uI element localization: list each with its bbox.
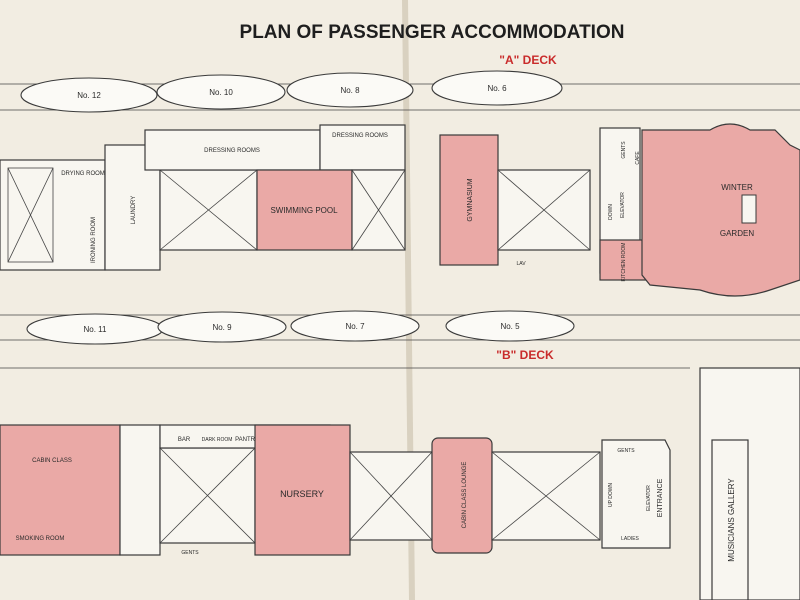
- cross-line: [159, 447, 256, 544]
- drying-room-label: DRYING ROOM: [61, 171, 105, 177]
- lifeboat-9-label: No. 9: [212, 323, 232, 332]
- laundry-label: LAUNDRY: [131, 196, 137, 225]
- kitchen-room-label: KITCHEN ROOM: [621, 243, 627, 282]
- cabin-class-smoking-room: [0, 424, 121, 556]
- ladies-label: LADIES: [621, 536, 639, 542]
- cabin-class-label: CABIN CLASS: [32, 458, 72, 464]
- page-title: PLAN OF PASSENGER ACCOMMODATION: [240, 22, 625, 43]
- swimming-pool-label: SWIMMING POOL: [270, 206, 338, 215]
- musicians-gallery: [711, 439, 749, 600]
- down-a-label: DOWN: [608, 204, 614, 220]
- cross-line: [349, 451, 433, 541]
- ironing-room-label: IRONING ROOM: [91, 217, 97, 263]
- lifeboat-5-label: No. 5: [500, 322, 520, 331]
- b-entrance-block: [601, 439, 671, 549]
- lifeboat-12-label: No. 12: [77, 91, 101, 100]
- smoking-room-label: SMOKING ROOM: [16, 536, 65, 542]
- winter-garden: [641, 123, 800, 297]
- nursery: [254, 424, 351, 556]
- deck-b-label: "B" DECK: [496, 348, 554, 362]
- lifeboat-10-label: No. 10: [209, 88, 233, 97]
- dressing-rooms-label-1: DRESSING ROOMS: [204, 148, 260, 154]
- lifeboat-8: [286, 72, 414, 108]
- gymnasium-label: GYMNASIUM: [467, 178, 474, 221]
- gents-a-label: GENTS: [621, 141, 627, 159]
- elevator-b-label: ELEVATOR: [646, 485, 652, 511]
- lifeboat-11-label: No. 11: [84, 325, 108, 334]
- pantry-label: PANTRY: [235, 437, 259, 443]
- up-down-label: UP DOWN: [608, 483, 614, 507]
- bar-label: BAR: [178, 437, 191, 443]
- lifeboat-7-label: No. 7: [345, 322, 365, 331]
- lifeboat-5: [445, 310, 575, 342]
- gents-b-label: GENTS: [181, 550, 199, 556]
- lifeboat-10: [156, 74, 286, 110]
- lifeboat-9: [157, 311, 287, 343]
- lifeboat-6: [431, 70, 563, 106]
- nursery-label: NURSERY: [280, 489, 324, 499]
- lifeboat-8-label: No. 8: [340, 86, 360, 95]
- cross-line: [491, 451, 601, 541]
- cross-line: [351, 169, 406, 251]
- b-stair-block: [119, 424, 161, 556]
- winter-garden-centre: [741, 194, 757, 224]
- deck-a-label: "A" DECK: [499, 53, 557, 67]
- cross-line: [159, 169, 258, 251]
- cross-line: [7, 167, 54, 263]
- winter-label: WINTER: [721, 183, 753, 192]
- lifeboat-7: [290, 310, 420, 342]
- dressing-rooms-label-2: DRESSING ROOMS: [332, 133, 388, 139]
- entrance-label: ENTRANCE: [657, 478, 664, 517]
- garden-label: GARDEN: [720, 229, 754, 238]
- gents-b2-label: GENTS: [617, 448, 635, 454]
- cabin-class-lounge-label: CABIN CLASS LOUNGE: [462, 462, 468, 529]
- cafe-label: CAFE: [635, 151, 641, 165]
- dark-room-label: DARK ROOM: [202, 437, 233, 443]
- dressing-block-2: [319, 124, 406, 171]
- cross-line: [497, 169, 591, 251]
- lav-label: LAV: [516, 261, 526, 267]
- lifeboat-6-label: No. 6: [487, 84, 507, 93]
- lifeboat-12: [20, 77, 158, 113]
- elevator-a-label: ELEVATOR: [620, 192, 626, 218]
- musicians-gallery-label: MUSICIANS GALLERY: [727, 478, 736, 562]
- gymnasium: [439, 134, 499, 266]
- drying-crossbox: [7, 167, 54, 263]
